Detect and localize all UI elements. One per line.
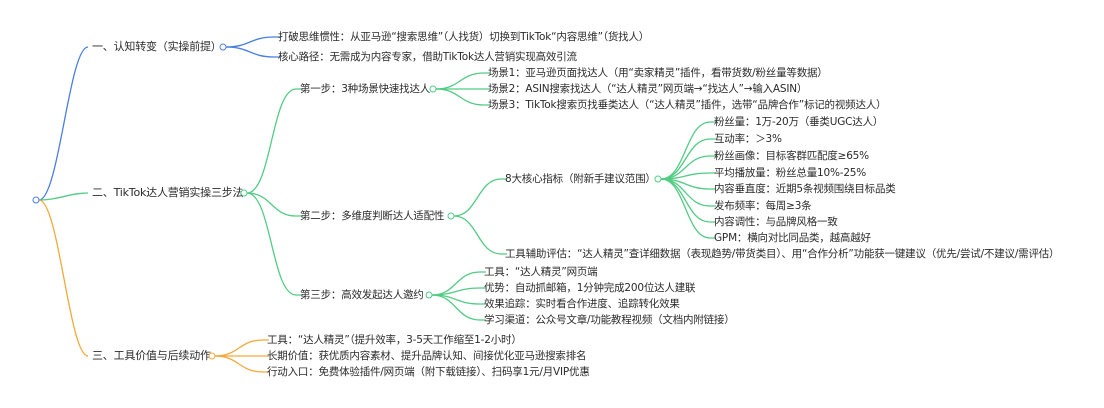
metric-post-frequency[interactable]: 发布频率：每周≥3条 bbox=[714, 200, 812, 212]
leaf-scenario-3[interactable]: 场景3：TikTok搜索页找垂类达人（“达人精灵”插件，选带“品牌合作”标记的视… bbox=[488, 99, 887, 111]
edge-b0-b0c0 bbox=[225, 36, 280, 48]
edge-s2-s2c1 bbox=[431, 287, 486, 296]
leaf-scenario-2[interactable]: 场景2：ASIN搜索找达人（“达人精灵”网页端→“找达人”→输入ASIN） bbox=[488, 83, 808, 95]
edge-m-mc0 bbox=[660, 121, 716, 180]
leaf-outreach-tracking[interactable]: 效果追踪：实时看合作进度、追踪转化效果 bbox=[484, 298, 680, 310]
branch-tool-value-collapse-toggle[interactable] bbox=[208, 352, 216, 360]
edge-s0-s0c2 bbox=[435, 88, 490, 106]
leaf-tool-efficiency[interactable]: 工具：“达人精灵”（提升效率，3-5天工作缩至1-2小时） bbox=[267, 334, 522, 346]
edge-m-mc7 bbox=[660, 178, 716, 239]
edge-b1-s1 bbox=[246, 192, 302, 217]
leaf-outreach-tool[interactable]: 工具：“达人精灵”网页端 bbox=[484, 266, 598, 278]
edge-s1-m bbox=[453, 178, 507, 217]
edge-m-mc1 bbox=[660, 138, 716, 180]
step-3-collapse-toggle[interactable] bbox=[425, 291, 433, 299]
edge-b0-b0c1 bbox=[225, 46, 280, 58]
leaf-break-habit[interactable]: 打破思维惯性：从亚马逊“搜索思维”（人找货）切换到TikTok“内容思维”（货找… bbox=[278, 31, 650, 43]
edge-b2-b2c2 bbox=[214, 355, 269, 373]
branch-tool-value[interactable]: 三、工具价值与后续动作 bbox=[92, 349, 211, 362]
step-2-evaluate-fit[interactable]: 第二步：多维度判断达人适配性 bbox=[300, 210, 445, 222]
core-metrics-node[interactable]: 8大核心指标（附新手建议范围） bbox=[505, 173, 656, 185]
edge-root-branch-3 bbox=[38, 199, 89, 357]
step-1-find-creators[interactable]: 第一步：3种场景快速找达人 bbox=[300, 83, 431, 95]
branch-cognitive-shift[interactable]: 一、认知转变（实操前提） bbox=[92, 40, 222, 53]
branch-cognitive-shift-collapse-toggle[interactable] bbox=[219, 43, 227, 51]
metric-gpm[interactable]: GPM：横向对比同品类，越高越好 bbox=[714, 232, 871, 244]
metric-avg-views[interactable]: 平均播放量：粉丝总量10%-25% bbox=[714, 167, 867, 179]
edge-root-branch-2 bbox=[38, 192, 89, 201]
edge-s2-s2c3 bbox=[431, 294, 486, 321]
edge-s2-s2c0 bbox=[431, 271, 486, 296]
leaf-tool-assisted-evaluation[interactable]: 工具辅助评估：“达人精灵”查详细数据（表现趋势/带货类目）、用“合作分析”功能获… bbox=[505, 248, 1060, 260]
leaf-learning-channel[interactable]: 学习渠道：公众号文章/功能教程视频（文档内附链接） bbox=[484, 314, 735, 326]
step-1-collapse-toggle[interactable] bbox=[429, 85, 437, 93]
leaf-action-entry[interactable]: 行动入口：免费体验插件/网页端（附下载链接）、扫码享1元/月VIP优惠 bbox=[267, 366, 590, 378]
leaf-long-term-value[interactable]: 长期价值：获优质内容素材、提升品牌认知、间接优化亚马逊搜索排名 bbox=[267, 350, 587, 362]
edge-m-mc5 bbox=[660, 178, 716, 207]
leaf-core-path[interactable]: 核心路径：无需成为内容专家，借助TikTok达人营销实现高效引流 bbox=[278, 51, 577, 63]
edge-b1-s0 bbox=[246, 88, 302, 194]
step-3-outreach[interactable]: 第三步：高效发起达人邀约 bbox=[300, 289, 424, 301]
edge-root-branch-1 bbox=[38, 46, 89, 201]
branch-three-step-method[interactable]: 二、TikTok达人营销实操三步法 bbox=[92, 186, 244, 199]
root-node[interactable] bbox=[32, 196, 40, 204]
core-metrics-collapse-toggle[interactable] bbox=[654, 175, 662, 183]
metric-content-verticality[interactable]: 内容垂直度：近期5条视频围绕目标品类 bbox=[714, 183, 896, 195]
metric-content-tone[interactable]: 内容调性：与品牌风格一致 bbox=[714, 216, 838, 228]
edge-s0-s0c0 bbox=[435, 72, 490, 90]
metric-engagement[interactable]: 互动率：＞3% bbox=[714, 133, 782, 145]
metric-followers[interactable]: 粉丝量：1万-20万（垂类UGC达人） bbox=[714, 116, 884, 128]
edge-b1-s2 bbox=[246, 192, 302, 296]
edge-s1-s1c1 bbox=[453, 215, 507, 255]
branch-three-step-collapse-toggle[interactable] bbox=[240, 189, 248, 197]
step-2-collapse-toggle[interactable] bbox=[447, 212, 455, 220]
leaf-scenario-1[interactable]: 场景1：亚马逊页面找达人（用“卖家精灵”插件，看带货数/粉丝量等数据） bbox=[488, 67, 828, 79]
leaf-outreach-advantage[interactable]: 优势：自动抓邮箱，1分钟完成200位达人建联 bbox=[484, 282, 696, 294]
metric-audience-profile[interactable]: 粉丝画像：目标客群匹配度≥65% bbox=[714, 150, 869, 162]
edge-b2-b2c0 bbox=[214, 339, 269, 357]
